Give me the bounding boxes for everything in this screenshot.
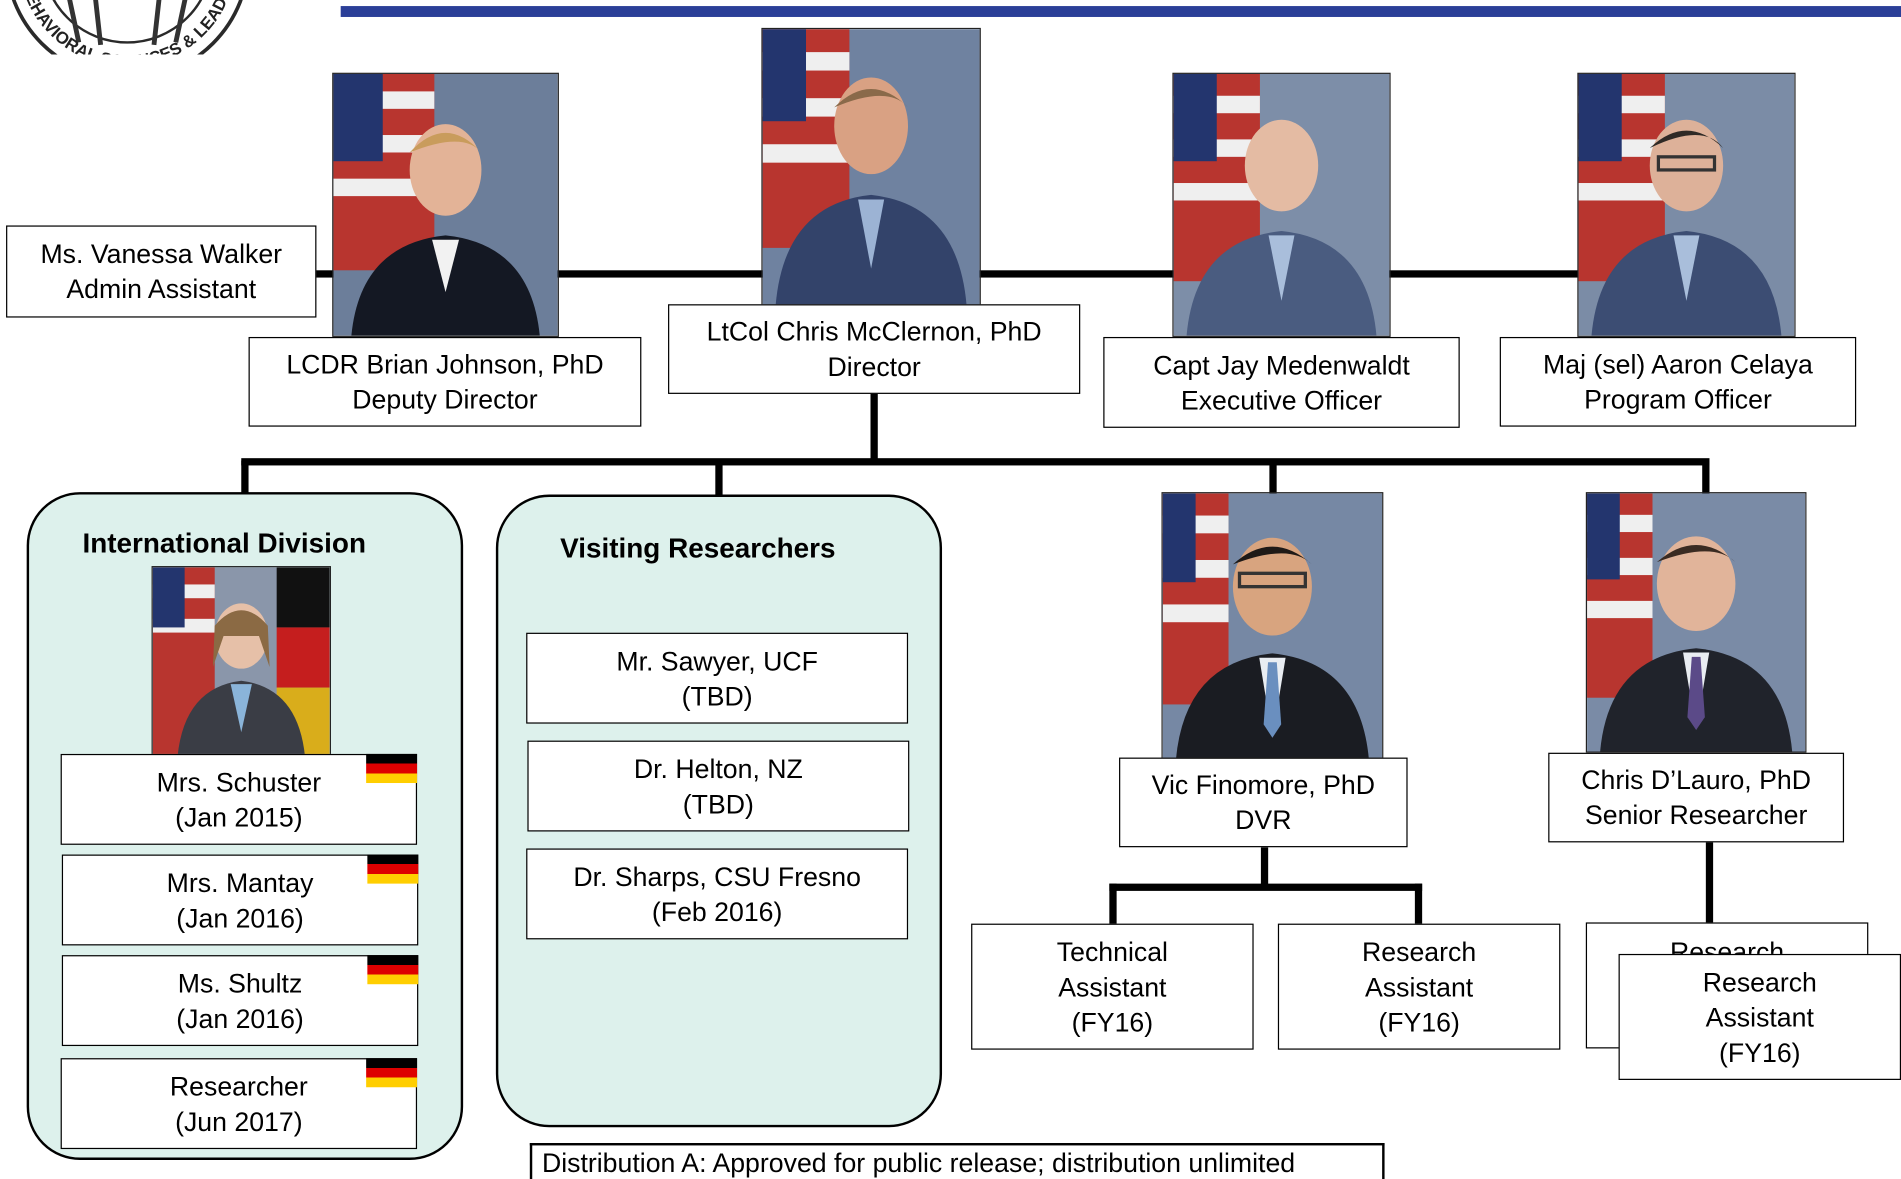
staff-line: Research <box>1702 966 1817 997</box>
deputy-director-box: LCDR Brian Johnson, PhD Deputy Director <box>248 336 642 427</box>
dvr-name: Vic Finomore, PhD <box>1151 769 1375 800</box>
international-member-name: Mrs. Mantay <box>166 867 314 898</box>
header-accent-bar <box>340 6 1901 17</box>
research-assistant-front-box: Research Assistant (FY16) <box>1618 953 1901 1080</box>
photo-international-member <box>151 566 331 758</box>
photo-director <box>761 27 981 307</box>
logo-text: BEHAVIORAL SCIENCES & LEADERSHIP <box>0 0 241 55</box>
dvr-staff-connector <box>1109 883 1423 891</box>
international-member-name: Ms. Shultz <box>177 967 303 999</box>
program-officer-box: Maj (sel) Aaron Celaya Program Officer <box>1499 336 1857 427</box>
senior-down-connector <box>1705 842 1714 924</box>
german-flag-icon <box>367 854 419 884</box>
drop-research-dvr <box>1414 883 1423 925</box>
visiting-member-date: (Feb 2016) <box>651 896 783 927</box>
photo-dvr <box>1161 492 1384 762</box>
visiting-researchers-title: Visiting Researchers <box>560 532 836 564</box>
admin-name: Ms. Vanessa Walker <box>40 238 283 270</box>
senior-name: Chris D’Lauro, PhD <box>1581 764 1812 796</box>
program-role: Program Officer <box>1584 384 1772 415</box>
international-member-box-1: Mrs. Schuster (Jan 2015) <box>60 753 418 845</box>
international-member-date: (Jan 2016) <box>176 902 304 933</box>
international-member-box-4: Researcher (Jun 2017) <box>60 1058 418 1150</box>
director-role: Director <box>827 351 921 382</box>
drop-dvr <box>1269 460 1277 495</box>
international-member-name: Mrs. Schuster <box>156 766 322 797</box>
deputy-role: Deputy Director <box>352 384 538 415</box>
staff-line: Research <box>1362 936 1477 967</box>
photo-senior-researcher <box>1585 492 1807 753</box>
visiting-member-box-2: Dr. Helton, NZ (TBD) <box>527 740 910 832</box>
distribution-footnote: Distribution A: Approved for public rele… <box>529 1143 1385 1179</box>
international-member-date: (Jan 2016) <box>176 1003 304 1034</box>
director-box: LtCol Chris McClernon, PhD Director <box>668 304 1081 394</box>
admin-role: Admin Assistant <box>66 273 257 305</box>
international-member-name: Researcher <box>169 1070 308 1102</box>
staff-line: Technical <box>1056 936 1168 967</box>
international-division-title: International Division <box>82 527 366 559</box>
international-member-date: (Jan 2015) <box>175 801 303 833</box>
international-member-box-3: Ms. Shultz (Jan 2016) <box>61 955 419 1047</box>
executive-name: Capt Jay Medenwaldt <box>1153 349 1410 380</box>
division-connector <box>241 458 1710 466</box>
visiting-member-box-1: Mr. Sawyer, UCF (TBD) <box>526 632 909 724</box>
photo-program-officer <box>1577 72 1796 337</box>
staff-line: (FY16) <box>1378 1006 1460 1037</box>
staff-line: Assistant <box>1364 971 1474 1002</box>
drop-international <box>241 460 249 495</box>
staff-line: Assistant <box>1058 971 1167 1002</box>
visiting-member-name: Dr. Helton, NZ <box>633 753 803 784</box>
visiting-member-date: (TBD) <box>681 680 753 711</box>
german-flag-icon <box>366 753 418 784</box>
german-flag-icon <box>366 1058 418 1088</box>
staff-line: (FY16) <box>1071 1006 1154 1037</box>
staff-line: (FY16) <box>1719 1036 1801 1068</box>
senior-role: Senior Researcher <box>1584 799 1808 831</box>
dvr-down-connector <box>1260 847 1269 888</box>
drop-senior <box>1702 460 1710 495</box>
executive-role: Executive Officer <box>1180 384 1383 416</box>
visiting-member-date: (TBD) <box>682 788 754 819</box>
department-logo: BEHAVIORAL SCIENCES & LEADERSHIP <box>0 0 243 55</box>
senior-researcher-box: Chris D’Lauro, PhD Senior Researcher <box>1548 752 1845 843</box>
deputy-name: LCDR Brian Johnson, PhD <box>286 349 604 380</box>
program-name: Maj (sel) Aaron Celaya <box>1543 349 1813 380</box>
visiting-member-name: Mr. Sawyer, UCF <box>616 645 818 676</box>
executive-officer-box: Capt Jay Medenwaldt Executive Officer <box>1103 336 1460 428</box>
international-member-box-2: Mrs. Mantay (Jan 2016) <box>61 854 419 946</box>
drop-technical <box>1109 883 1117 925</box>
photo-executive-officer <box>1172 72 1391 337</box>
dvr-box: Vic Finomore, PhD DVR <box>1119 757 1408 848</box>
director-down-connector <box>870 390 878 464</box>
visiting-member-box-3: Dr. Sharps, CSU Fresno (Feb 2016) <box>526 848 909 940</box>
german-flag-icon <box>367 955 419 985</box>
svg-text:BEHAVIORAL SCIENCES & LEADERSH: BEHAVIORAL SCIENCES & LEADERSHIP <box>0 0 241 55</box>
visiting-member-name: Dr. Sharps, CSU Fresno <box>573 861 861 892</box>
international-member-date: (Jun 2017) <box>175 1106 303 1137</box>
technical-assistant-box: Technical Assistant (FY16) <box>971 923 1254 1050</box>
director-name: LtCol Chris McClernon, PhD <box>706 316 1042 347</box>
admin-assistant-box: Ms. Vanessa Walker Admin Assistant <box>6 225 317 318</box>
photo-deputy-director <box>332 72 559 337</box>
research-assistant-dvr-box: Research Assistant (FY16) <box>1277 923 1561 1050</box>
staff-line: Assistant <box>1705 1001 1814 1033</box>
drop-visiting <box>715 460 723 497</box>
dvr-role: DVR <box>1235 804 1292 836</box>
